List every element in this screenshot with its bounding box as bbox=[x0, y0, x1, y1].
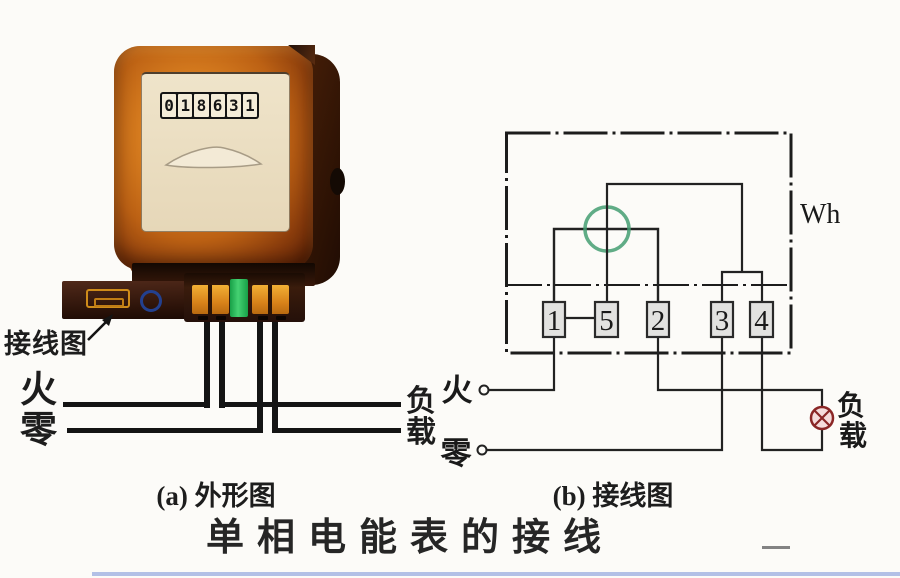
label-wiring-diagram-plate: 接线图 bbox=[4, 329, 88, 359]
terminal-number-5: 5 bbox=[599, 305, 614, 337]
label-neutral-a: 零 bbox=[20, 410, 57, 451]
wiring-label-plate bbox=[86, 289, 130, 308]
wire-load-terminal2 bbox=[219, 320, 225, 408]
meter-register-display: 0 1 8 6 3 1 bbox=[160, 92, 259, 119]
terminal-box-1 bbox=[541, 300, 567, 339]
label-load-b-top: 负 bbox=[837, 390, 865, 422]
line-live-in bbox=[63, 402, 210, 407]
terminal-group-right bbox=[252, 285, 289, 314]
terminal-number-4: 4 bbox=[754, 305, 769, 337]
line-load-bottom bbox=[272, 428, 401, 433]
terminal-number-3: 3 bbox=[715, 305, 730, 337]
terminal34-bridge bbox=[720, 270, 764, 303]
terminal-number-2: 2 bbox=[651, 305, 666, 337]
voltage-coil-path bbox=[605, 182, 744, 303]
screw-slot bbox=[258, 316, 268, 320]
dash-mark bbox=[762, 546, 790, 549]
terminal-box-2 bbox=[645, 300, 671, 339]
terminal-group-left bbox=[192, 285, 229, 314]
counter-digit: 1 bbox=[242, 94, 258, 117]
terminal-divider bbox=[268, 285, 272, 314]
live-source-terminal bbox=[478, 384, 490, 396]
label-load-a-top: 负 bbox=[406, 385, 436, 418]
screw-slot bbox=[198, 316, 208, 320]
counter-digit: 6 bbox=[210, 94, 225, 117]
counter-digit: 8 bbox=[194, 94, 209, 117]
counter-digit: 1 bbox=[178, 94, 193, 117]
neutral-source-terminal bbox=[476, 444, 488, 456]
terminal-box-3 bbox=[709, 300, 735, 339]
nameplate-swoosh bbox=[164, 146, 263, 169]
wire-terminal2-to-load bbox=[656, 336, 824, 407]
screw-slot bbox=[216, 316, 226, 320]
terminal-box-4 bbox=[748, 300, 775, 339]
label-neutral-b: 零 bbox=[441, 436, 473, 471]
counter-digit: 0 bbox=[162, 94, 177, 117]
wiring-label-plate-inner bbox=[94, 298, 124, 307]
screw-slot bbox=[276, 316, 286, 320]
meter-seal-ring bbox=[140, 290, 162, 312]
wire-neutral-to-terminal3 bbox=[487, 336, 724, 452]
figure-title: 单相电能表的接线 bbox=[205, 517, 614, 559]
label-load-a: 负 载 bbox=[406, 386, 436, 448]
terminal-cover-strip bbox=[62, 281, 188, 319]
line-neutral-in bbox=[67, 428, 263, 433]
label-live-a: 火 bbox=[20, 370, 57, 411]
terminal-green-element bbox=[230, 279, 248, 317]
caption-a: (a) 外形图 bbox=[156, 481, 276, 511]
meter-enclosure-outline bbox=[505, 131, 793, 355]
wire-neutral-terminal3 bbox=[257, 320, 263, 433]
terminal-box-5 bbox=[593, 300, 620, 339]
line-load-top bbox=[219, 402, 401, 407]
wire-live-terminal1 bbox=[204, 320, 210, 408]
label-wh-unit: Wh bbox=[800, 199, 840, 230]
terminal-divider bbox=[208, 285, 212, 314]
label-live-b: 火 bbox=[442, 373, 473, 408]
terminal-block bbox=[184, 273, 305, 322]
lamp-cross bbox=[813, 409, 831, 427]
wiring-schematic: 1 5 2 3 4 Wh 火 零 负 载 bbox=[441, 131, 867, 471]
label-load-a-bottom: 载 bbox=[406, 416, 436, 449]
counter-digit: 3 bbox=[226, 94, 241, 117]
bottom-rule bbox=[92, 572, 900, 576]
wire-live-to-terminal1 bbox=[489, 336, 556, 392]
wire-terminal4-to-load bbox=[760, 336, 824, 452]
wire-load-terminal4 bbox=[272, 320, 278, 433]
label-load-b-bottom: 载 bbox=[839, 420, 867, 452]
plate-pointer-arrow bbox=[87, 314, 113, 341]
meter-side-knob bbox=[330, 168, 345, 195]
caption-b: (b) 接线图 bbox=[552, 481, 674, 511]
terminal-number-1: 1 bbox=[547, 305, 562, 337]
